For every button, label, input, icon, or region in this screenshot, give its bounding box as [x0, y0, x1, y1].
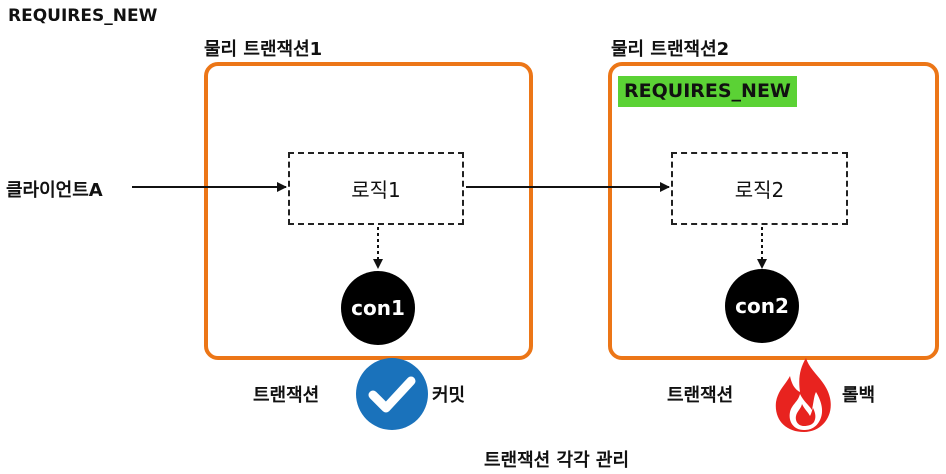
requires-new-tag: REQUIRES_NEW	[618, 76, 797, 107]
diagram-title: REQUIRES_NEW	[8, 6, 158, 26]
tx1-title: 물리 트랜잭션1	[204, 39, 323, 60]
con2-node: con2	[725, 269, 799, 343]
con1-label: con1	[351, 296, 405, 320]
footer-caption: 트랜잭션 각각 관리	[484, 450, 630, 471]
logic1-label: 로직1	[351, 178, 401, 202]
tx2-title: 물리 트랜잭션2	[611, 39, 730, 60]
logic2-box: 로직2	[671, 152, 848, 225]
tx2-frame	[608, 62, 939, 360]
check-circle-icon	[356, 358, 428, 430]
client-label: 클라이언트A	[6, 180, 103, 201]
tx1-result-prefix: 트랜잭션	[253, 385, 320, 406]
tx2-result-label: 롤백	[842, 385, 876, 406]
tx1-frame	[204, 62, 533, 360]
logic2-label: 로직2	[734, 178, 785, 202]
con2-label: con2	[735, 294, 789, 318]
logic1-box: 로직1	[288, 152, 464, 225]
tx1-result-label: 커밋	[432, 385, 466, 406]
fire-icon	[775, 358, 831, 432]
con1-node: con1	[341, 271, 415, 345]
tx2-result-prefix: 트랜잭션	[667, 385, 734, 406]
